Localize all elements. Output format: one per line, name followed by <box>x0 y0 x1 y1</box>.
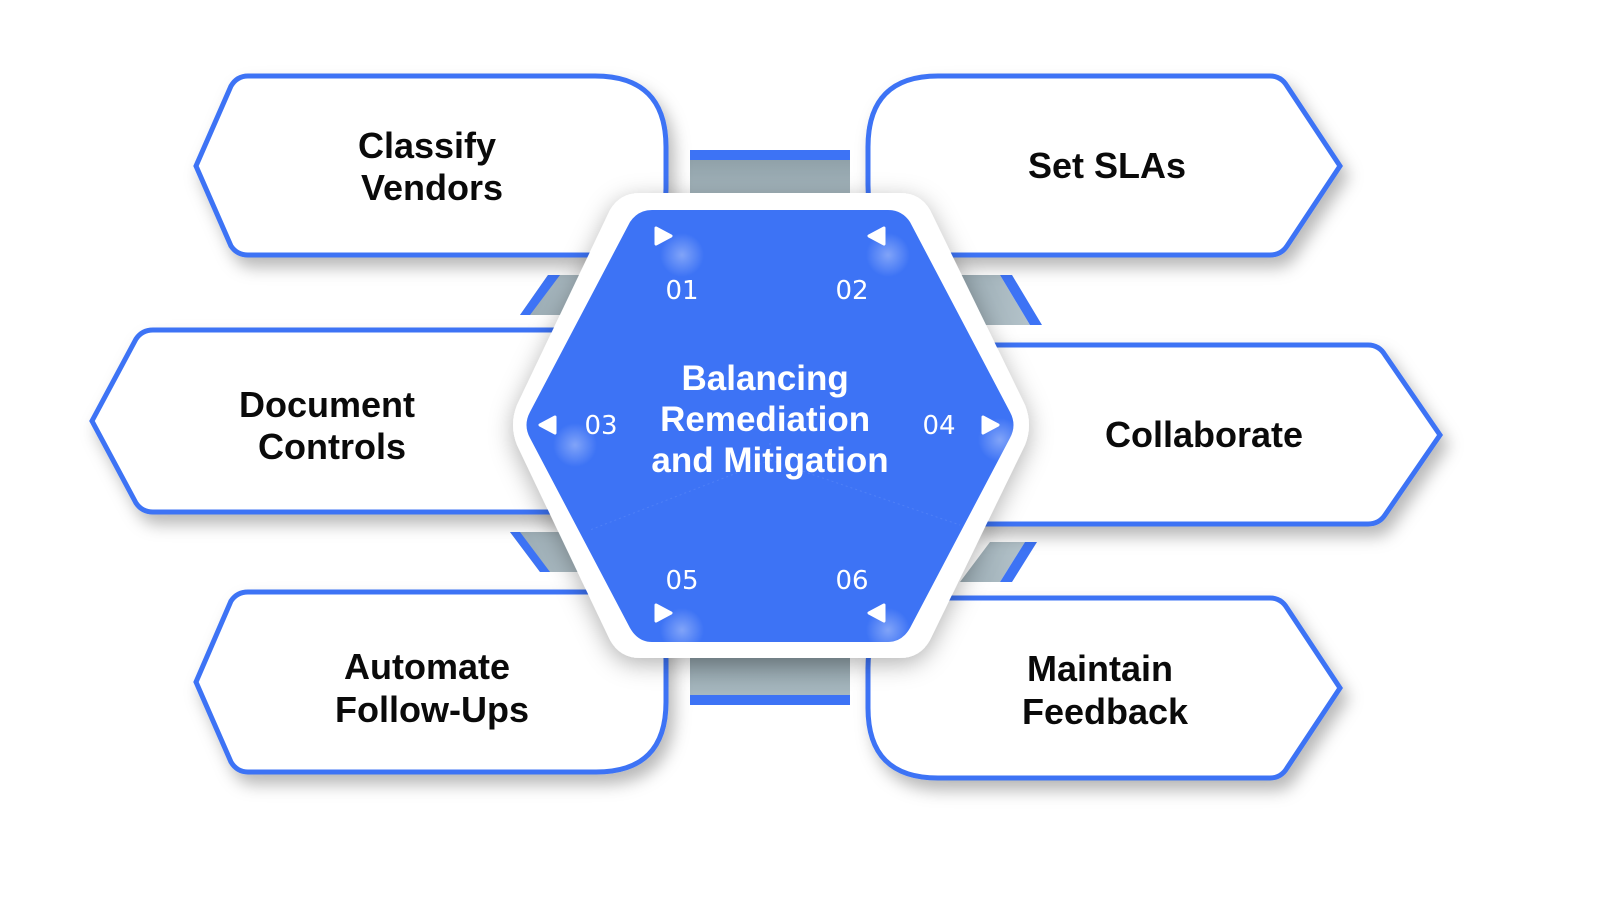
center-title-line-1: Balancing <box>682 359 849 398</box>
step-label-03-line-1: Document <box>239 384 415 425</box>
step-label-01-line-2: Vendors <box>361 167 503 208</box>
step-label-03-line-2: Controls <box>258 426 406 467</box>
glow-06 <box>866 608 910 652</box>
step-label-01-line-1: Classify <box>358 125 496 166</box>
step-label-06: Maintain Feedback <box>1022 648 1189 732</box>
hexagon-dividers <box>589 440 961 531</box>
step-arrows <box>538 226 1000 623</box>
step-card-04[interactable] <box>972 342 1444 527</box>
arrow-right-icon <box>654 226 673 246</box>
center-hexagon-inner <box>526 210 1014 642</box>
step-number-05: 05 <box>665 566 698 596</box>
center-title-line-3: and Mitigation <box>651 441 888 480</box>
card-shape <box>89 327 573 515</box>
step-label-05-line-1: Automate <box>344 646 510 687</box>
step-label-03: Document Controls <box>239 384 425 467</box>
step-number-06: 06 <box>835 566 868 596</box>
step-label-05: Automate Follow-Ups <box>335 646 529 730</box>
step-label-04-line-1: Collaborate <box>1105 414 1303 455</box>
glow-05 <box>660 608 704 652</box>
step-label-02-line-1: Set SLAs <box>1028 145 1186 186</box>
card-shape <box>972 342 1444 527</box>
step-label-05-line-2: Follow-Ups <box>335 689 529 730</box>
arrow-right-icon <box>654 603 673 623</box>
center-title-line-2: Remediation <box>660 400 870 439</box>
center-title: Balancing Remediation and Mitigation <box>651 359 888 480</box>
step-card-03[interactable] <box>89 327 573 515</box>
step-label-06-line-2: Feedback <box>1022 691 1189 732</box>
step-label-01: Classify Vendors <box>358 125 506 208</box>
step-label-06-line-1: Maintain <box>1027 648 1173 689</box>
connector-bottom <box>690 650 850 705</box>
step-number-03: 03 <box>584 411 617 441</box>
step-number-02: 02 <box>835 276 868 306</box>
glow-01 <box>660 233 704 277</box>
center-hexagon <box>513 193 1029 658</box>
step-label-04: Collaborate <box>1105 414 1303 455</box>
glow-02 <box>866 233 910 277</box>
arrow-left-icon <box>867 226 886 246</box>
glow-03 <box>553 423 597 467</box>
arrow-left-icon <box>538 415 557 435</box>
connector-lower-right <box>960 542 1037 582</box>
step-number-04: 04 <box>922 411 955 441</box>
arrow-left-icon <box>867 603 886 623</box>
step-label-02: Set SLAs <box>1028 145 1186 186</box>
step-number-01: 01 <box>665 276 698 306</box>
connector-upper-right <box>960 275 1042 325</box>
arrow-right-icon <box>981 415 1000 435</box>
